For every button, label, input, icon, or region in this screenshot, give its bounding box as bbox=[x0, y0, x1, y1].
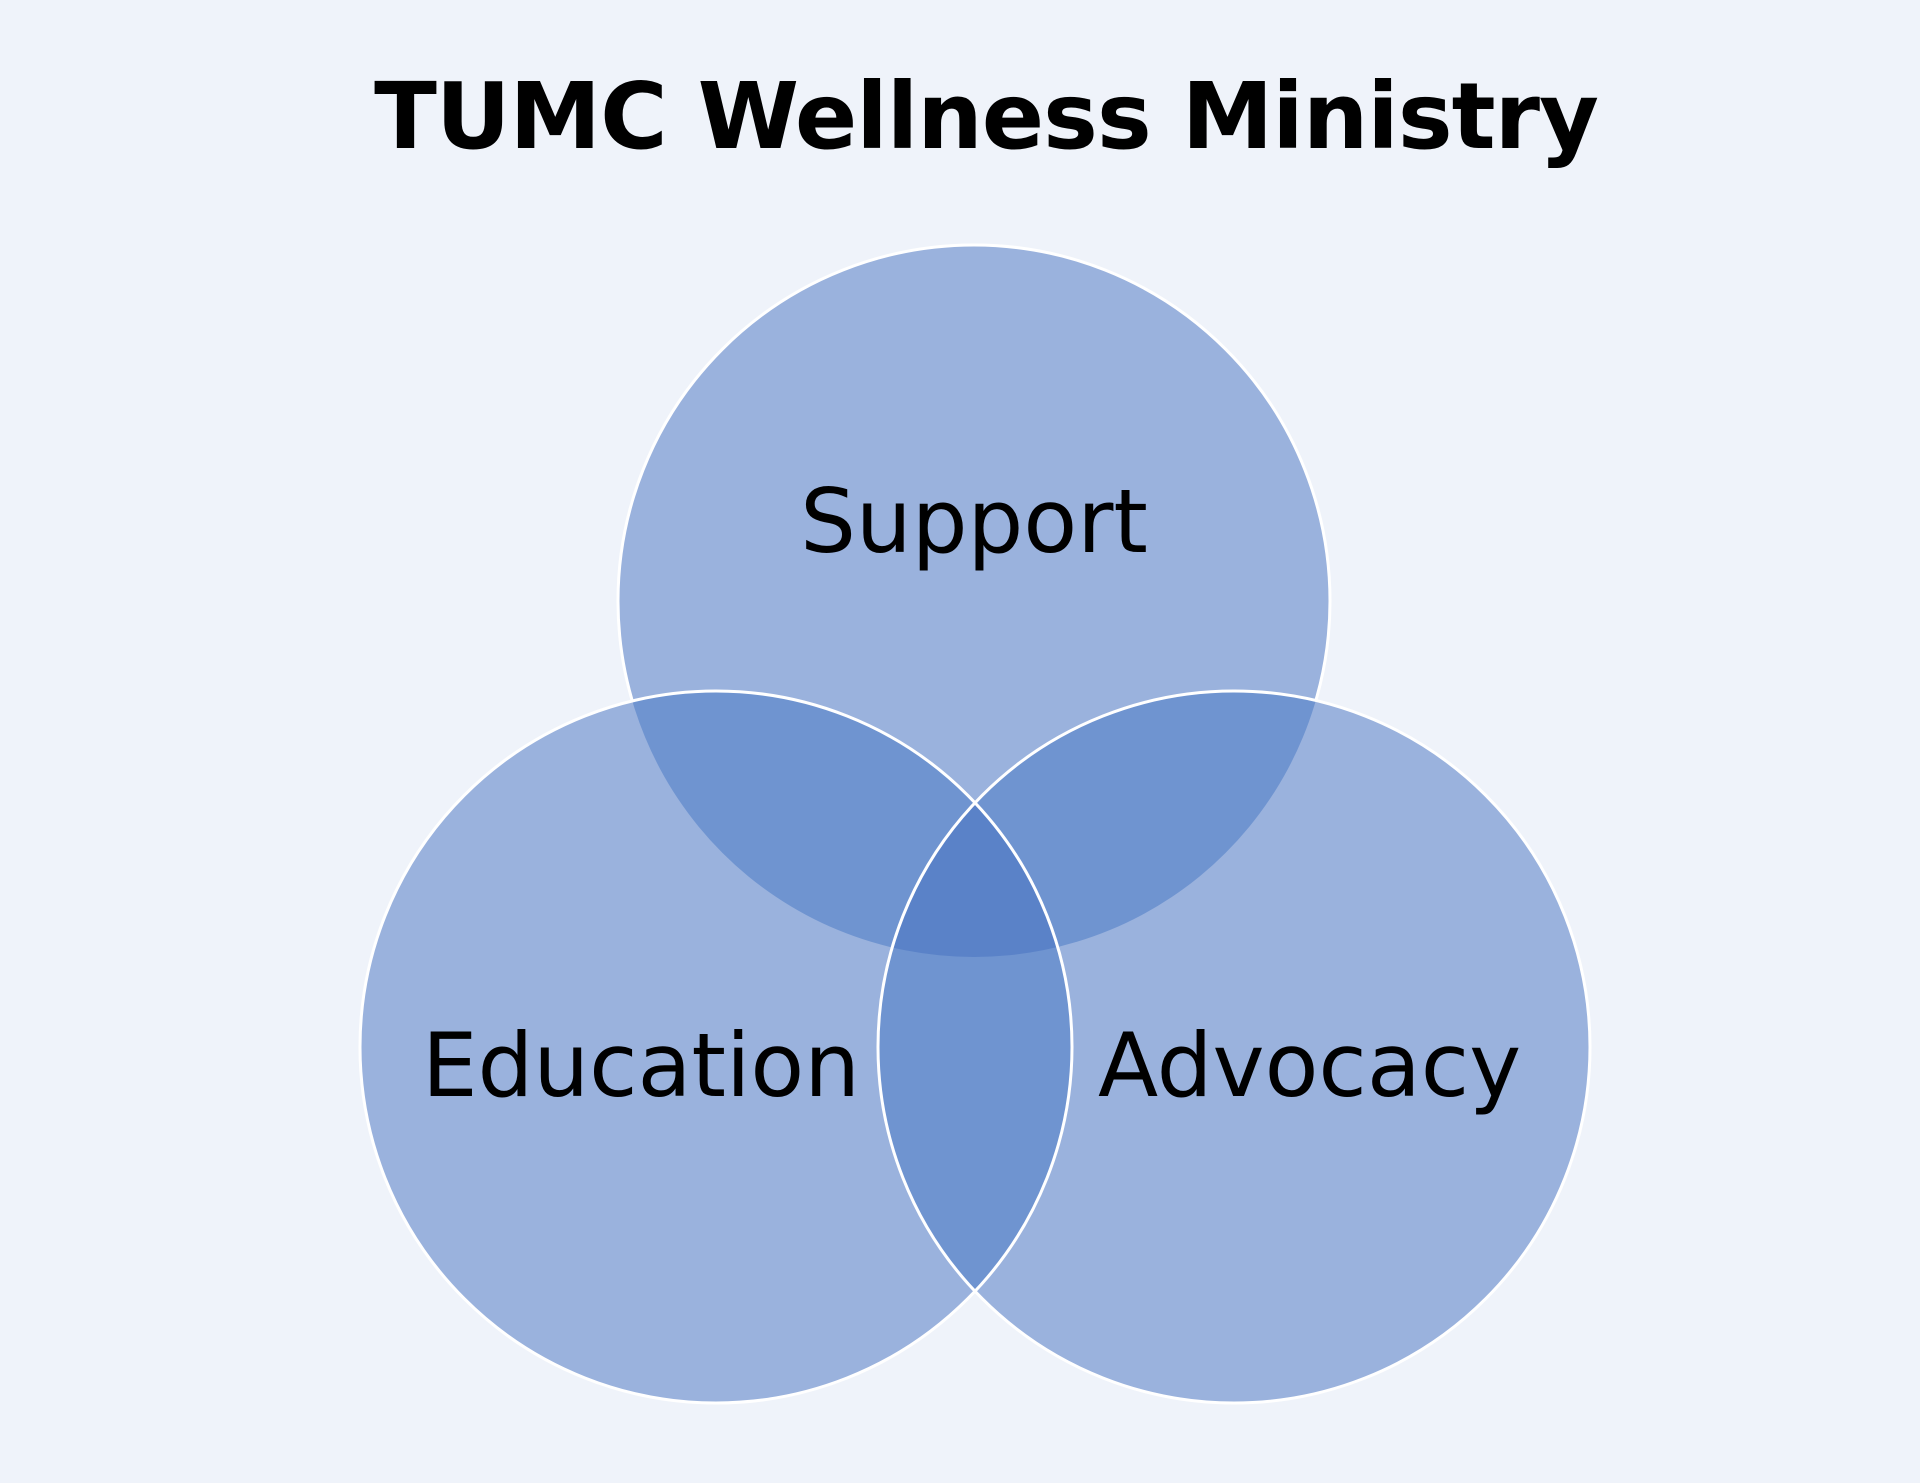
overlap-support-advocacy bbox=[878, 691, 1330, 957]
label-advocacy: Advocacy bbox=[1098, 1014, 1522, 1117]
circle-education-outline bbox=[358, 689, 1074, 1405]
label-support: Support bbox=[800, 470, 1148, 573]
page-title: TUMC Wellness Ministry bbox=[374, 63, 1599, 170]
overlap-support-education bbox=[618, 691, 1072, 957]
label-education: Education bbox=[421, 1014, 861, 1117]
circle-advocacy-outline bbox=[876, 689, 1592, 1405]
